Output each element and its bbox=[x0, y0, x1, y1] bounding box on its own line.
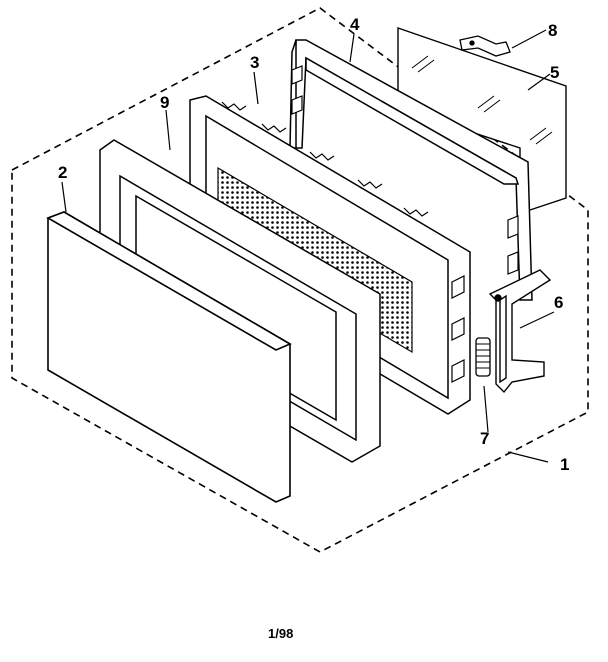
leader-lines bbox=[61, 29, 555, 463]
part-8-bracket bbox=[459, 35, 511, 57]
callout-5: 5 bbox=[550, 63, 559, 82]
assembly-boundary bbox=[11, 7, 589, 553]
callout-4: 4 bbox=[350, 15, 360, 34]
callout-6: 6 bbox=[554, 293, 563, 312]
callout-3: 3 bbox=[250, 53, 259, 72]
part-7-spring bbox=[475, 337, 491, 377]
callout-1: 1 bbox=[560, 455, 569, 474]
callout-2: 2 bbox=[58, 163, 67, 182]
part-6-latch bbox=[488, 269, 552, 394]
callout-7: 7 bbox=[480, 429, 489, 448]
callout-8: 8 bbox=[548, 21, 557, 40]
callout-9: 9 bbox=[160, 93, 169, 112]
part-4-frame bbox=[289, 39, 533, 301]
part-2-door-panel bbox=[46, 211, 292, 503]
footer-code: 1/98 bbox=[268, 626, 293, 641]
